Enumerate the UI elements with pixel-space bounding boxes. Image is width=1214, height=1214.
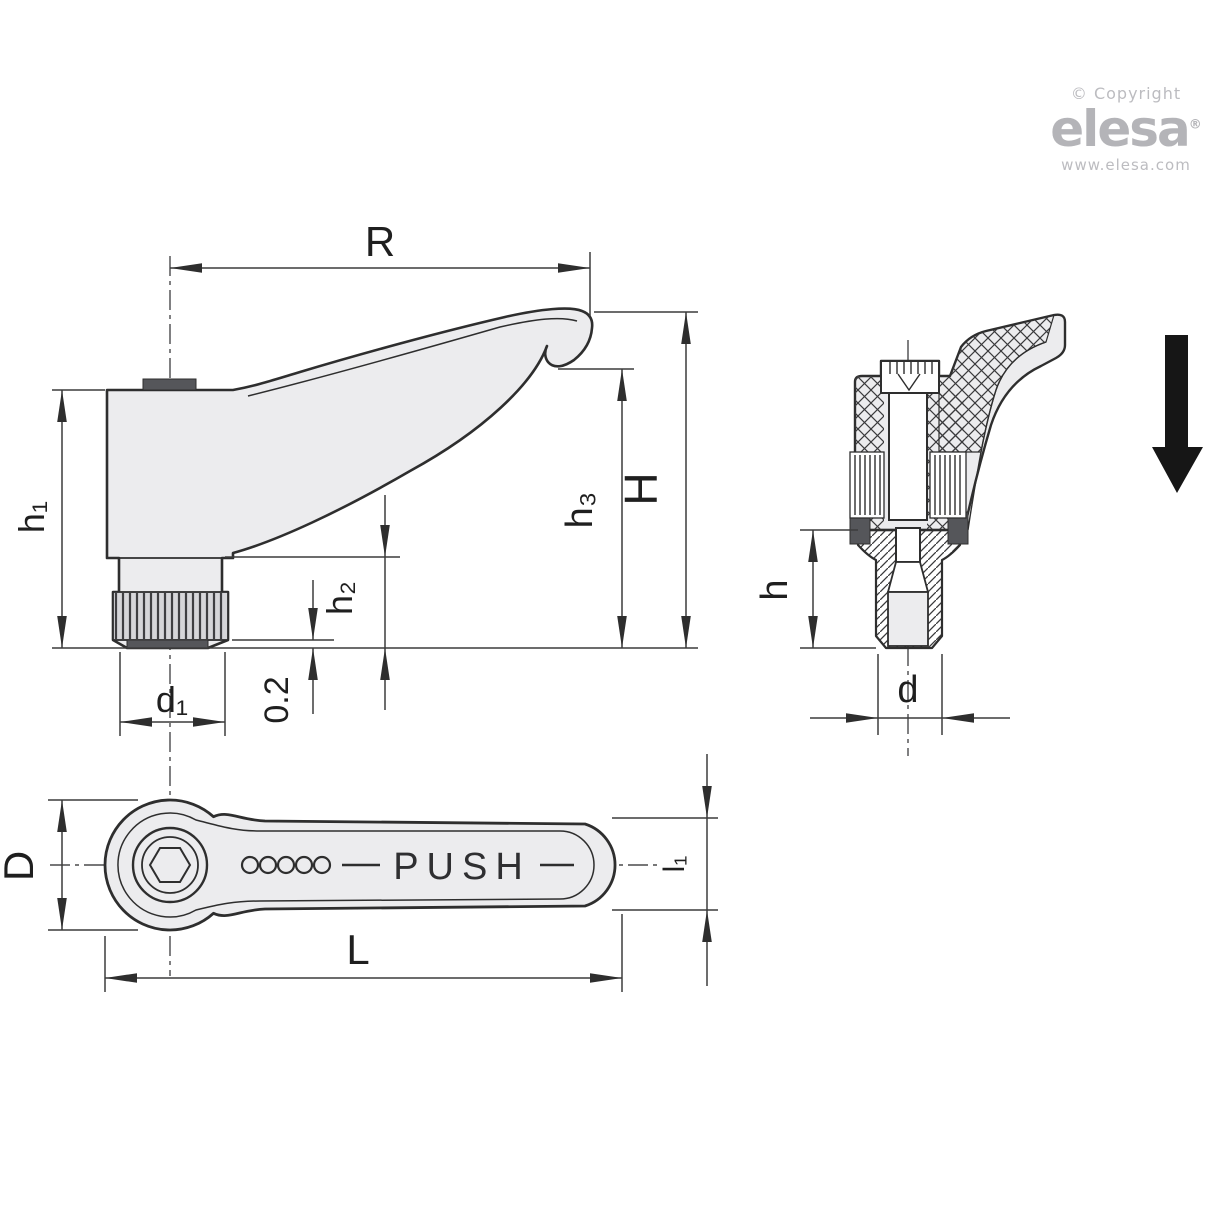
counterbore-circle — [141, 836, 199, 894]
dimension-H — [594, 311, 698, 648]
label-h2: h₂ — [319, 581, 360, 615]
nut-taper — [886, 561, 930, 593]
side-view-drawing — [105, 307, 594, 650]
shell-hatch-arm-band — [938, 314, 1055, 453]
lever-silhouette — [105, 307, 594, 650]
arm-cut-boundary-line — [967, 341, 1047, 531]
label-H: H — [615, 472, 667, 505]
screw-shaft — [888, 392, 928, 521]
push-direction-arrow-icon — [1152, 335, 1203, 493]
serration-teeth — [854, 455, 961, 515]
dimension-protrusion — [232, 580, 334, 714]
label-h3: h₃ — [559, 492, 601, 529]
grip-dots — [240, 855, 332, 875]
hex-socket-icon — [889, 362, 933, 392]
section-view-drawing — [849, 313, 1067, 650]
label-D: D — [0, 851, 42, 881]
push-marking: PUSH — [393, 846, 531, 888]
label-l1: l₁ — [658, 856, 691, 873]
bushing-end-cap — [126, 639, 209, 649]
label-h: h — [754, 579, 796, 600]
brand-block: © Copyright elesa® www.elesa.com — [1038, 84, 1214, 174]
registered-trademark-icon: ® — [1188, 117, 1202, 133]
square-nut — [895, 527, 921, 563]
dimension-lines — [48, 252, 1010, 992]
dimension-d — [810, 654, 1010, 735]
bushing-bore — [887, 591, 929, 647]
elesa-logo: elesa® — [1038, 103, 1214, 156]
label-h1: h₁ — [11, 501, 52, 533]
knurl-stripes — [114, 593, 223, 639]
dimension-d1 — [119, 652, 226, 736]
dimension-h3 — [558, 368, 634, 648]
lever-inner-contour — [117, 812, 595, 918]
label-R: R — [365, 218, 395, 265]
top-insert-tab — [142, 378, 197, 391]
label-L: L — [346, 926, 369, 973]
label-protrusion: 0.2 — [258, 676, 296, 723]
dimension-h1 — [52, 389, 105, 648]
copyright-text: © Copyright — [1070, 84, 1182, 103]
dimension-R — [170, 252, 591, 316]
dimension-l1 — [612, 754, 718, 986]
label-d1: d₁ — [156, 679, 188, 720]
hex-socket-icon — [148, 847, 192, 883]
dimension-L — [104, 914, 623, 992]
dimension-labels: R h₁ h₂ 0.2 d₁ h₃ H h d D L l₁ — [0, 218, 919, 973]
dimension-h — [800, 529, 876, 649]
label-d: d — [897, 669, 918, 711]
dimension-D — [48, 799, 138, 931]
website-text: www.elesa.com — [1061, 155, 1191, 174]
elesa-logo-text: elesa — [1050, 100, 1190, 158]
handle-inner-contour-line — [247, 317, 578, 397]
dimension-h2 — [225, 495, 400, 710]
bottom-view-drawing: PUSH — [103, 798, 617, 932]
boss-circle — [131, 826, 209, 904]
